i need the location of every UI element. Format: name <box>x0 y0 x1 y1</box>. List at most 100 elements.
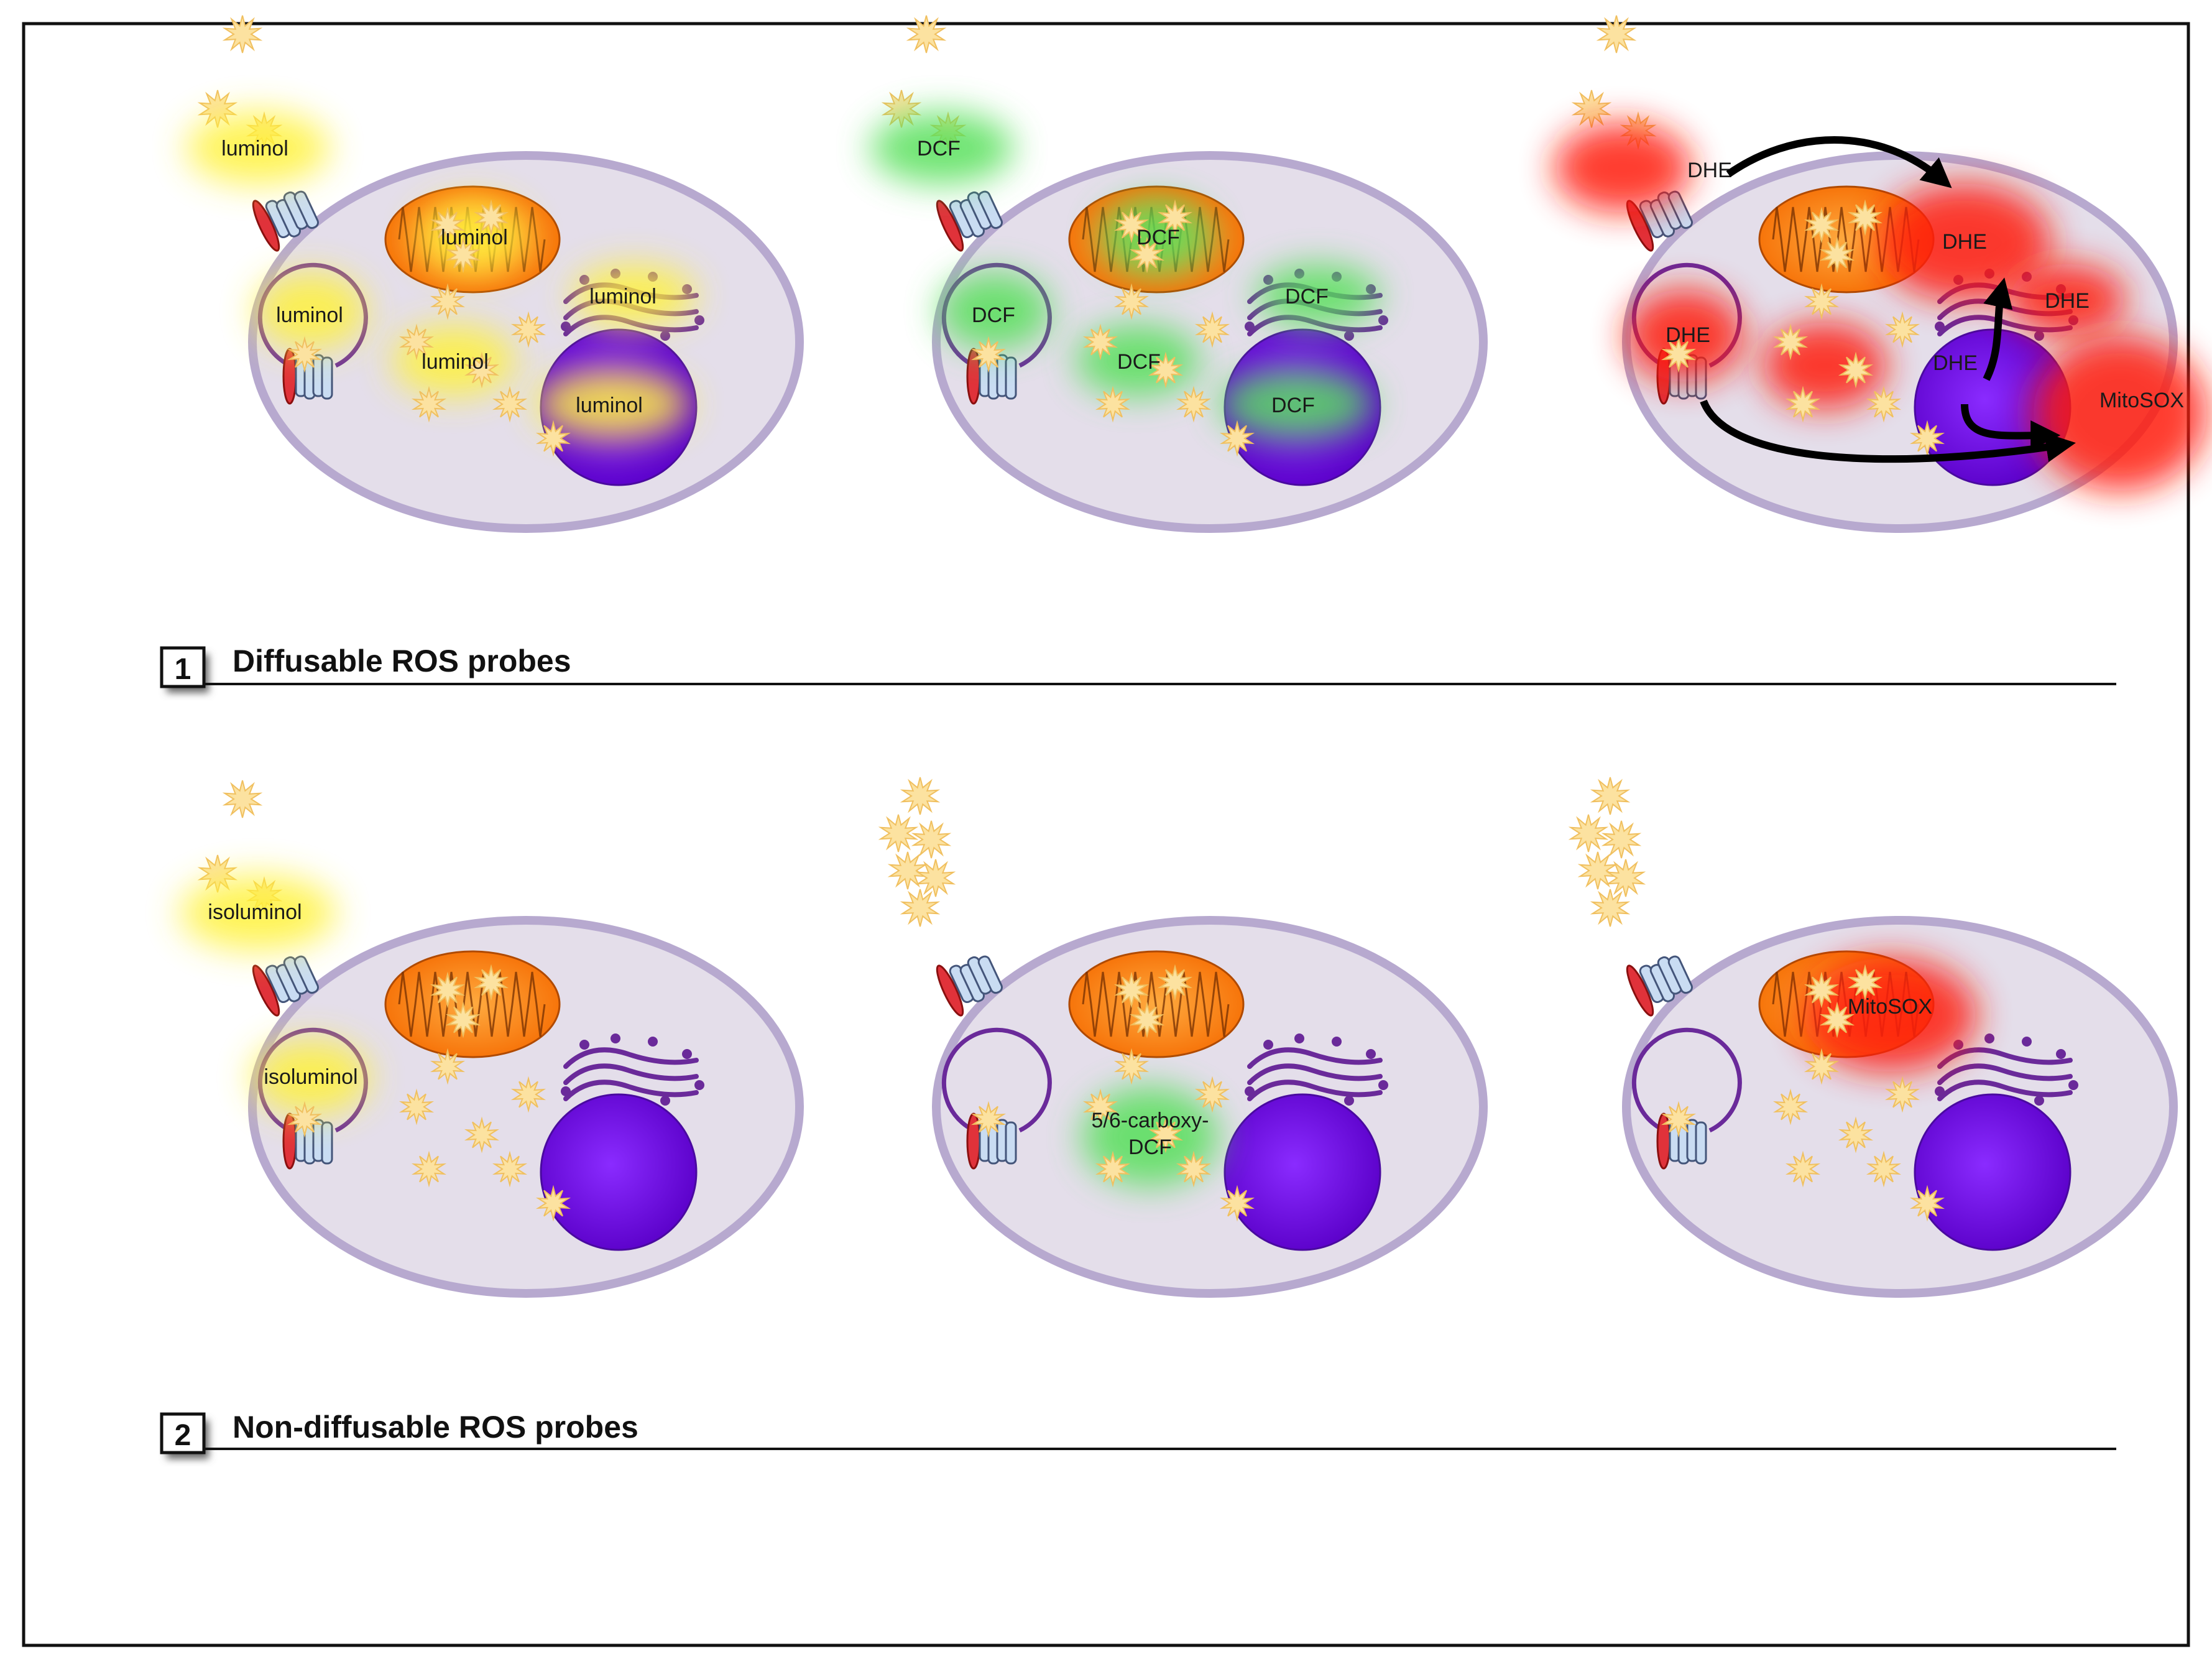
probe-glow-nucleus <box>2033 336 2207 491</box>
label-mitochondrion: DHE <box>1942 230 1987 254</box>
ros-star-icon <box>430 1048 466 1085</box>
label-endosome: DCF <box>972 303 1015 327</box>
label-cytosol: luminol <box>422 350 489 374</box>
section-2-number: 2 <box>175 1419 191 1452</box>
cell-panel-6: MitoSOX <box>1568 777 2178 1298</box>
label-nucleus: luminol <box>576 394 643 417</box>
ros-star-icon <box>1804 971 1840 1009</box>
ros-star-icon <box>1194 311 1230 348</box>
membrane-channel-icon <box>966 348 1017 405</box>
ros-star-icon <box>906 15 947 53</box>
label-cytosol: DHE <box>1933 351 1978 375</box>
ros-star-icon <box>1847 964 1883 1001</box>
ros-star-icon <box>510 1076 546 1113</box>
ros-star-icon <box>887 851 928 890</box>
ros-star-icon <box>445 236 481 274</box>
ros-star-icon <box>1838 1116 1874 1154</box>
ros-star-icon <box>1148 1116 1184 1154</box>
ros-star-icon <box>464 1116 500 1154</box>
ros-star-icon <box>430 283 466 320</box>
ros-star-icon <box>1785 386 1821 423</box>
section-2-heading: 2 Non-diffusable ROS probes <box>160 1410 2116 1459</box>
ros-star-icon <box>915 859 956 897</box>
nucleus <box>1914 1093 2071 1251</box>
label-mitochondrion: luminol <box>441 226 508 249</box>
probe-glow-endosome <box>939 272 1051 349</box>
ros-star-icon <box>492 1150 528 1188</box>
ros-star-icon <box>1596 15 1637 53</box>
ros-star-icon <box>878 814 919 853</box>
ros-star-icon <box>1095 386 1131 423</box>
ros-star-icon <box>1577 851 1618 890</box>
ros-star-icon <box>1113 971 1150 1009</box>
ros-star-icon <box>970 336 1007 373</box>
ros-star-icon <box>900 777 941 815</box>
ros-star-icon <box>1113 206 1150 244</box>
ion-channel-icon <box>1626 955 1693 1017</box>
ros-star-icon <box>411 1150 447 1188</box>
probe-glow-extracellular <box>187 112 329 184</box>
label-extracellular: DHE <box>1687 159 1732 182</box>
ros-star-icon <box>911 820 952 859</box>
ros-star-icon <box>1157 199 1193 236</box>
ros-star-icon <box>1129 1001 1165 1038</box>
label-nucleus: DCF <box>1271 394 1315 417</box>
label-nucleus: MitoSOX <box>2099 389 2184 412</box>
label-endosome: luminol <box>276 303 343 327</box>
ros-star-icon <box>1804 283 1840 320</box>
ros-star-icon <box>1866 1150 1902 1188</box>
probe-glow-extracellular <box>870 112 1013 184</box>
endosome <box>257 262 368 371</box>
ros-star-icon <box>1568 814 1609 853</box>
ros-star-icon <box>287 336 323 373</box>
ros-star-icon <box>1219 420 1255 457</box>
diffusion-arrows <box>1700 136 2076 463</box>
ros-star-icon <box>222 780 263 818</box>
ros-star-icon <box>1772 1088 1809 1126</box>
ros-star-icon <box>473 199 509 236</box>
label-extracellular: DCF <box>917 137 961 160</box>
ros-star-icon <box>1909 420 1945 457</box>
label-mitochondrion: MitoSOX <box>1848 995 1932 1019</box>
ros-star-icon <box>1909 1185 1945 1222</box>
ros-star-icon <box>1605 859 1646 897</box>
ros-star-icon <box>900 889 941 927</box>
probe-glow-endosome <box>1626 289 1744 382</box>
ros-star-icon <box>1847 199 1883 236</box>
ros-star-icon <box>1590 777 1631 815</box>
cell-panel-5: 5/6-carboxy-DCF <box>878 777 1488 1298</box>
nucleus <box>540 1093 698 1251</box>
endosome <box>941 1027 1052 1136</box>
ros-star-icon <box>1176 386 1212 423</box>
probe-glow-endosome <box>252 1040 370 1114</box>
label-er: luminol <box>589 285 657 308</box>
ros-star-icon <box>1219 1185 1255 1222</box>
nucleus <box>1224 1093 1381 1251</box>
ros-star-icon <box>510 311 546 348</box>
mitochondrion <box>384 950 561 1058</box>
mitochondrion <box>1068 950 1245 1058</box>
label-extracellular: isoluminol <box>208 900 302 924</box>
section-1-number-box <box>160 646 206 688</box>
ros-star-icon <box>1819 236 1855 274</box>
section-1-number: 1 <box>175 653 191 686</box>
ros-star-icon <box>1772 323 1809 361</box>
ros-star-icon <box>1785 1150 1821 1188</box>
ros-star-icon <box>1194 1076 1230 1113</box>
ros-star-icon <box>535 1185 571 1222</box>
probe-glow-endosome <box>255 272 367 349</box>
ros-star-icon <box>1819 1001 1855 1038</box>
ros-star-icon <box>1590 889 1631 927</box>
ros-star-icon <box>1884 311 1920 348</box>
label-cytosol: DCF <box>1117 350 1161 374</box>
ros-star-icon <box>1884 1076 1920 1113</box>
label-cytosol-line1: 5/6-carboxy- <box>1092 1109 1209 1132</box>
endosome <box>941 262 1052 371</box>
ros-star-icon <box>1082 1088 1118 1126</box>
ros-star-icon <box>1571 90 1612 128</box>
ros-star-icon <box>430 971 466 1009</box>
ros-star-icon <box>1176 1150 1212 1188</box>
